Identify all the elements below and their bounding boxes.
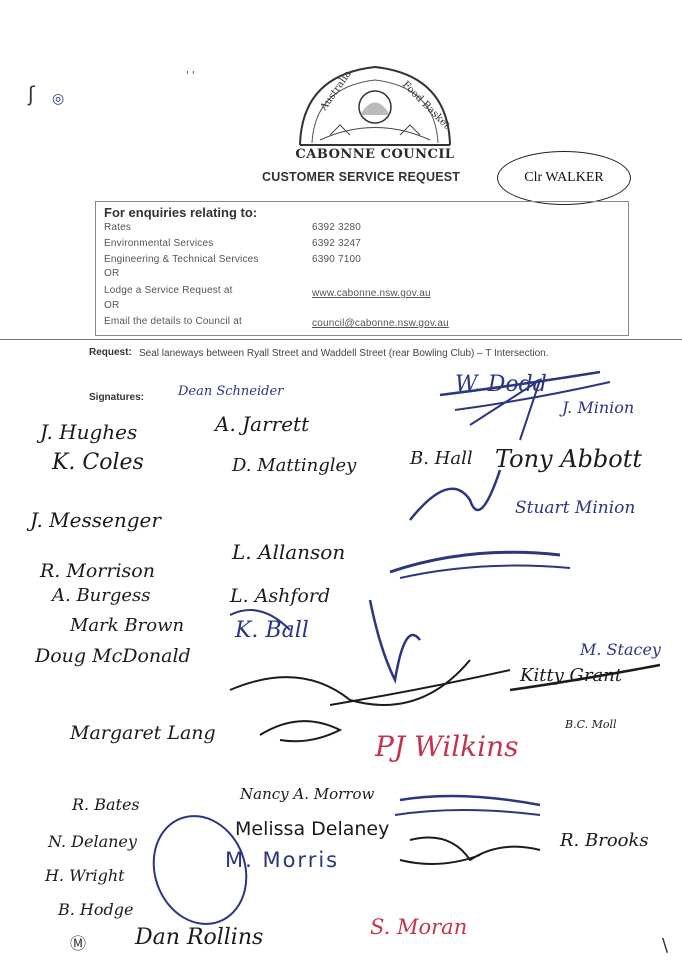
signature: M. Stacey [580,640,661,659]
signature: Melissa Delaney [235,818,390,840]
corner-stroke-mark: \ [662,935,669,956]
signature: L. Allanson [232,540,346,564]
council-crest-logo: Australia Food Basket [299,65,452,146]
enquiry-label: Engineering & Technical Services [104,254,259,265]
signature: Dan Rollins [135,925,264,950]
enquiry-label: OR [104,300,120,311]
section-divider [0,339,682,340]
email-link[interactable]: council@cabonne.nsw.gov.au [312,318,449,329]
margin-tick-mark: ʃ [28,82,35,106]
enquiry-phone: 6392 3280 [312,222,362,233]
enquiry-label: Email the details to Council at [104,316,242,327]
signature: Dean Schneider [178,384,284,399]
signature: K. Ball [235,618,309,643]
signature: R. Morrison [40,560,155,582]
signature: S. Moran [370,915,468,939]
circled-initial-mark: Ⓜ [70,934,87,953]
margin-dots: ' ' [186,70,195,81]
enquiry-phone: 6392 3247 [312,238,362,249]
request-text: Seal laneways between Ryall Street and W… [139,348,549,359]
request-label: Request: [89,347,132,358]
margin-doodle-icon: ◎ [52,91,65,107]
signature: B. Hodge [58,900,134,919]
signature: J. Minion [562,398,635,417]
form-title: CUSTOMER SERVICE REQUEST [262,170,461,184]
signature: W. Dodd [455,372,547,397]
signature: R. Brooks [560,830,649,851]
signatures-label: Signatures: [89,392,145,403]
councillor-note-text: Clr WALKER [524,170,604,185]
signature: A. Burgess [52,585,151,606]
enquiry-label: Lodge a Service Request at [104,285,233,296]
enquiry-phone: 6390 7100 [312,254,362,265]
enquiries-box [95,201,629,336]
council-name: CABONNE COUNCIL [295,147,455,162]
signature: Stuart Minion [515,498,636,518]
signature: Tony Abbott [495,445,643,473]
signature: B. Hall [410,448,473,469]
signature: K. Coles [52,450,144,475]
enquiry-label: OR [104,268,120,279]
signature: J. Messenger [30,508,161,532]
signature: R. Bates [72,795,140,814]
signature: J. Hughes [40,420,138,444]
enquiry-label: Rates [104,222,132,233]
signature: Kitty Grant [520,665,623,686]
signature: Margaret Lang [70,722,216,744]
councillor-note: Clr WALKER [497,151,631,205]
enquiry-label: Environmental Services [104,238,214,249]
signature: L. Ashford [230,585,331,607]
signature: H. Wright [45,866,125,885]
signature: Mark Brown [70,615,185,636]
signature: M. Morris [225,848,340,872]
website-link[interactable]: www.cabonne.nsw.gov.au [312,288,431,299]
enquiries-heading: For enquiries relating to: [104,205,258,220]
signature: D. Mattingley [232,455,357,476]
signature: B.C. Moll [565,718,617,731]
signature: Doug McDonald [35,645,191,667]
signature: A. Jarrett [215,412,310,436]
signature: N. Delaney [48,832,137,851]
signature: PJ Wilkins [375,730,519,763]
signature: Nancy A. Morrow [240,785,375,803]
